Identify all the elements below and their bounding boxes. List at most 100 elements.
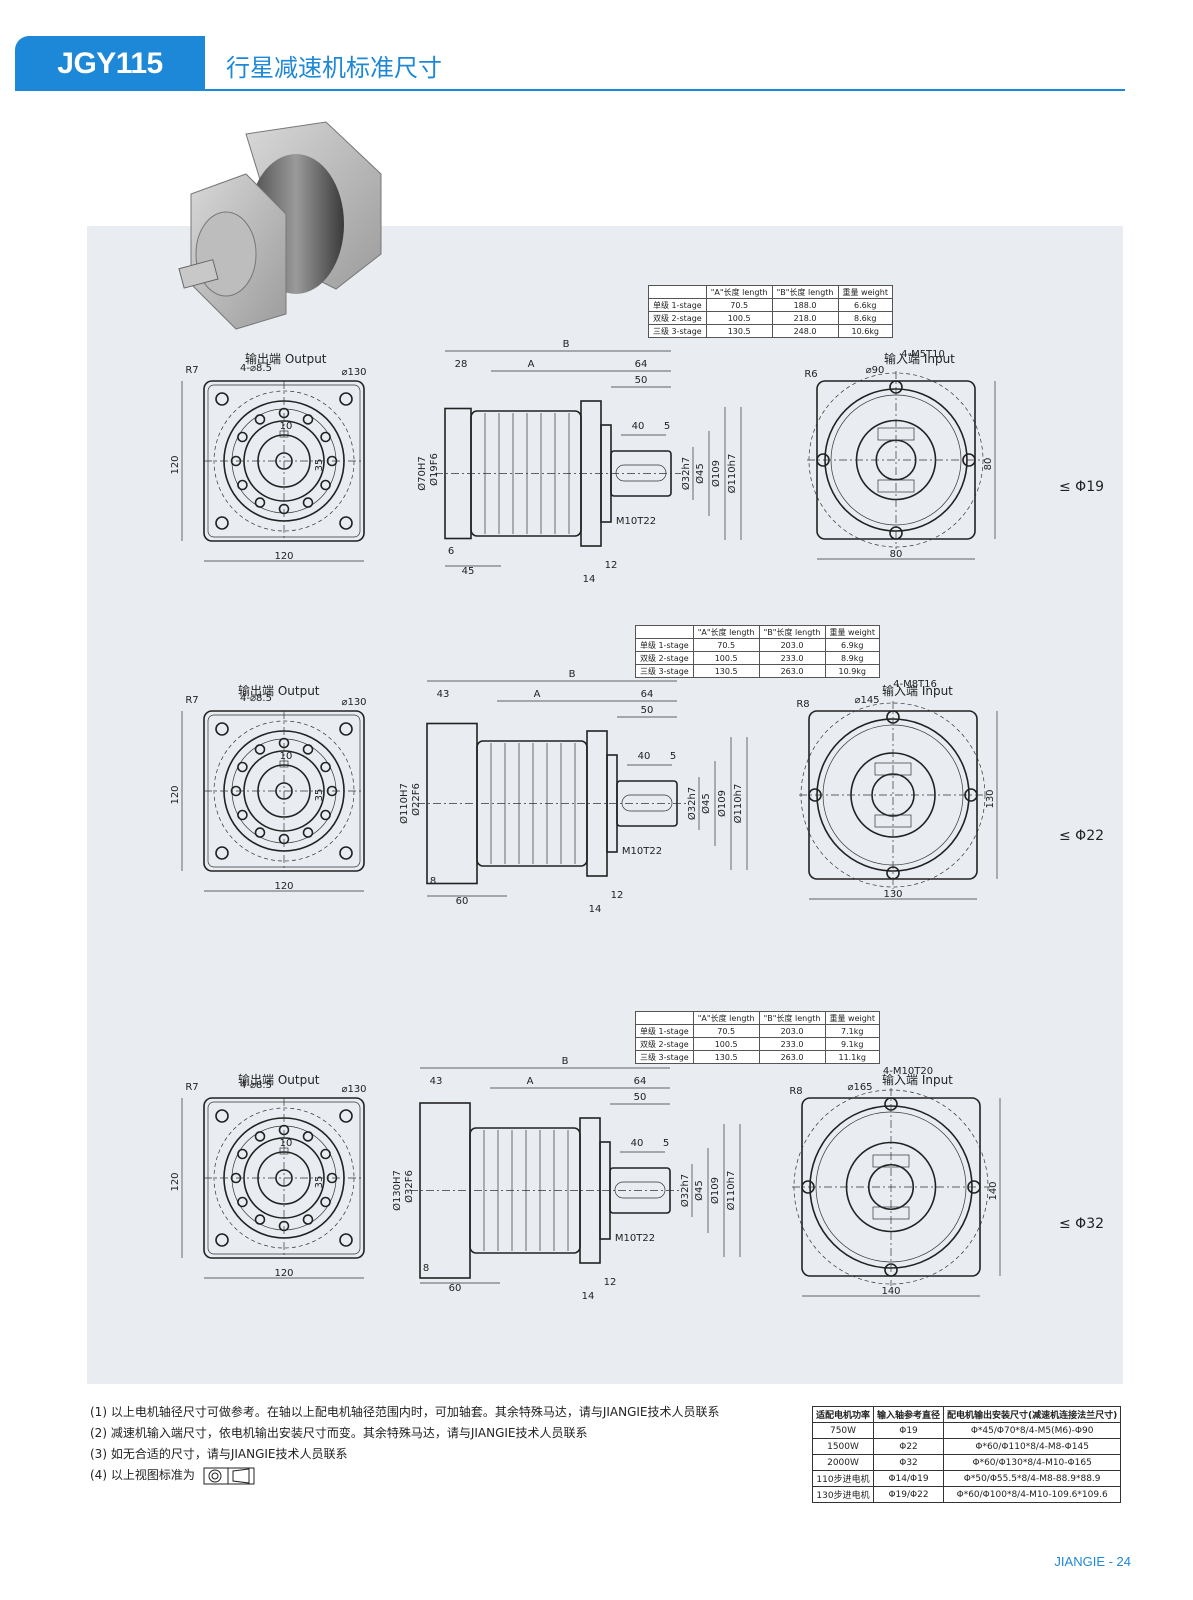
dimension-label: 4-M8T16 [893, 679, 937, 690]
dimension-label: 80 [890, 549, 903, 560]
note-line: (4) 以上视图标准为 [90, 1465, 720, 1486]
motor-cell: Φ*50/Φ55.5*8/4-M8-88.9*88.9 [943, 1470, 1122, 1487]
dimension-label: Ø45 [694, 463, 706, 484]
note-line: (3) 如无合适的尺寸，请与JIANGIE技术人员联系 [90, 1447, 348, 1461]
bolt-hole [254, 827, 266, 838]
motor-col-header: 配电机输出安装尺寸(减速机连接法兰尺寸) [943, 1406, 1122, 1423]
dimension-label: B [569, 669, 576, 680]
mounting-hole [215, 1109, 229, 1123]
spec-cell: 三级 3-stage [648, 324, 707, 338]
motor-cell: 110步进电机 [811, 1470, 875, 1487]
dimension-label: 4-M5T10 [901, 349, 945, 360]
input-view-label: 输入端 Input [882, 684, 953, 698]
dimension-label: 140 [988, 1181, 999, 1200]
dimension-label: 120 [170, 1172, 181, 1191]
shaft-key-side [621, 794, 673, 812]
bolt-hole [254, 1214, 266, 1225]
dimension-label: 40 [632, 421, 645, 432]
dimension-label: Ø32h7 [679, 1174, 691, 1207]
bolt-hole [237, 479, 248, 491]
dimension-label: 40 [631, 1138, 644, 1149]
bolt-hole [237, 1148, 248, 1160]
motor-col-header: 适配电机功率 [811, 1406, 875, 1423]
dimension-label: Ø110h7 [732, 784, 744, 824]
dimension-label: A [528, 359, 535, 370]
motor-cell: Φ*60/Φ110*8/4-M8-Φ145 [943, 1438, 1122, 1455]
shaft-key-side [615, 464, 667, 482]
mounting-hole [215, 1233, 229, 1247]
dimension-label: 120 [274, 551, 293, 562]
dimension-label: Ø32h7 [680, 457, 692, 490]
motor-col-header: 输入轴参考直径 [873, 1406, 945, 1423]
motor-cell: Φ32 [873, 1454, 945, 1471]
dimension-label: 4-⌀8.5 [240, 363, 272, 374]
bolt-hole [302, 497, 314, 508]
dimension-label: 5 [664, 421, 670, 432]
note-line: (2) 减速机输入端尺寸，依电机输出安装尺寸而变。其余特殊马达，请与JIANGI… [90, 1426, 588, 1440]
dimension-label: ⌀130 [341, 1084, 366, 1095]
dimension-label: 10 [280, 1138, 293, 1149]
spec-col-header: 重量 weight [837, 285, 894, 299]
output-view-label: 输出端 Output [238, 1073, 320, 1087]
dimension-label: 4-⌀8.5 [240, 693, 272, 704]
dimension-label: Ø110h7 [726, 454, 738, 494]
mounting-hole [339, 722, 353, 736]
drawing-panel [87, 226, 1123, 1384]
dimension-label: 8 [430, 876, 436, 887]
dimension-label: 64 [634, 1076, 647, 1087]
dimension-label: 14 [589, 904, 602, 915]
dimension-label: Ø110h7 [725, 1171, 737, 1211]
bolt-hole [302, 827, 314, 838]
bolt-hole [302, 1131, 314, 1142]
dimension-label: Ø32h7 [686, 787, 698, 820]
dimension-label: 60 [456, 896, 469, 907]
spec-cell: 248.0 [771, 324, 839, 338]
dimension-label: 50 [641, 705, 654, 716]
bolt-hole [254, 744, 266, 755]
notes-block: (1) 以上电机轴径尺寸可做参考。在轴以上配电机轴径范围内时，可加轴套。其余特殊… [90, 1402, 720, 1486]
dimension-label: Ø32F6 [403, 1170, 415, 1203]
dimension-label: 35 [314, 789, 325, 802]
dimension-label: ⌀145 [854, 695, 879, 706]
dimension-label: 10 [280, 751, 293, 762]
dimension-label: Ø45 [700, 793, 712, 814]
motor-cell: 750W [811, 1422, 875, 1439]
input-view-label: 输入端 Input [882, 1073, 953, 1087]
page-footer: JIANGIE - 24 [1054, 1554, 1131, 1569]
motor-cell: 1500W [811, 1438, 875, 1455]
shaft-key-side [614, 1181, 666, 1199]
bolt-hole [237, 809, 248, 821]
bolt-hole [320, 431, 331, 443]
bolt-hole [302, 1214, 314, 1225]
dimension-label: 120 [274, 1268, 293, 1279]
dimension-label: 120 [170, 455, 181, 474]
dimension-label: 12 [611, 890, 624, 901]
dimension-label: R7 [185, 1082, 198, 1093]
motor-cell: Φ*60/Φ130*8/4-M10-Φ165 [943, 1454, 1122, 1471]
dimension-label: Ø70H7 [416, 456, 428, 490]
dimension-label: 10 [280, 421, 293, 432]
spec-cell: 263.0 [758, 664, 826, 678]
dimension-label: ⌀130 [341, 367, 366, 378]
bolt-hole [254, 497, 266, 508]
dimension-label: 43 [437, 689, 450, 700]
spec-cell: 11.1kg [824, 1050, 881, 1064]
output-view-label: 输出端 Output [238, 684, 320, 698]
spec-cell: 130.5 [692, 664, 760, 678]
dimension-label: 120 [170, 785, 181, 804]
input-view-label: 输入端 Input [884, 352, 955, 366]
motor-cell: 2000W [811, 1454, 875, 1471]
motor-cell: 130步进电机 [811, 1486, 875, 1503]
mounting-hole [339, 516, 353, 530]
dimension-label: 64 [635, 359, 648, 370]
pcd-circle [800, 702, 986, 888]
dimension-label: Ø19F6 [428, 453, 440, 486]
dimension-label: 120 [274, 881, 293, 892]
dimension-label: 50 [634, 1092, 647, 1103]
bolt-hole [237, 1196, 248, 1208]
dimension-label: 8 [423, 1263, 429, 1274]
dimension-label: 35 [314, 459, 325, 472]
